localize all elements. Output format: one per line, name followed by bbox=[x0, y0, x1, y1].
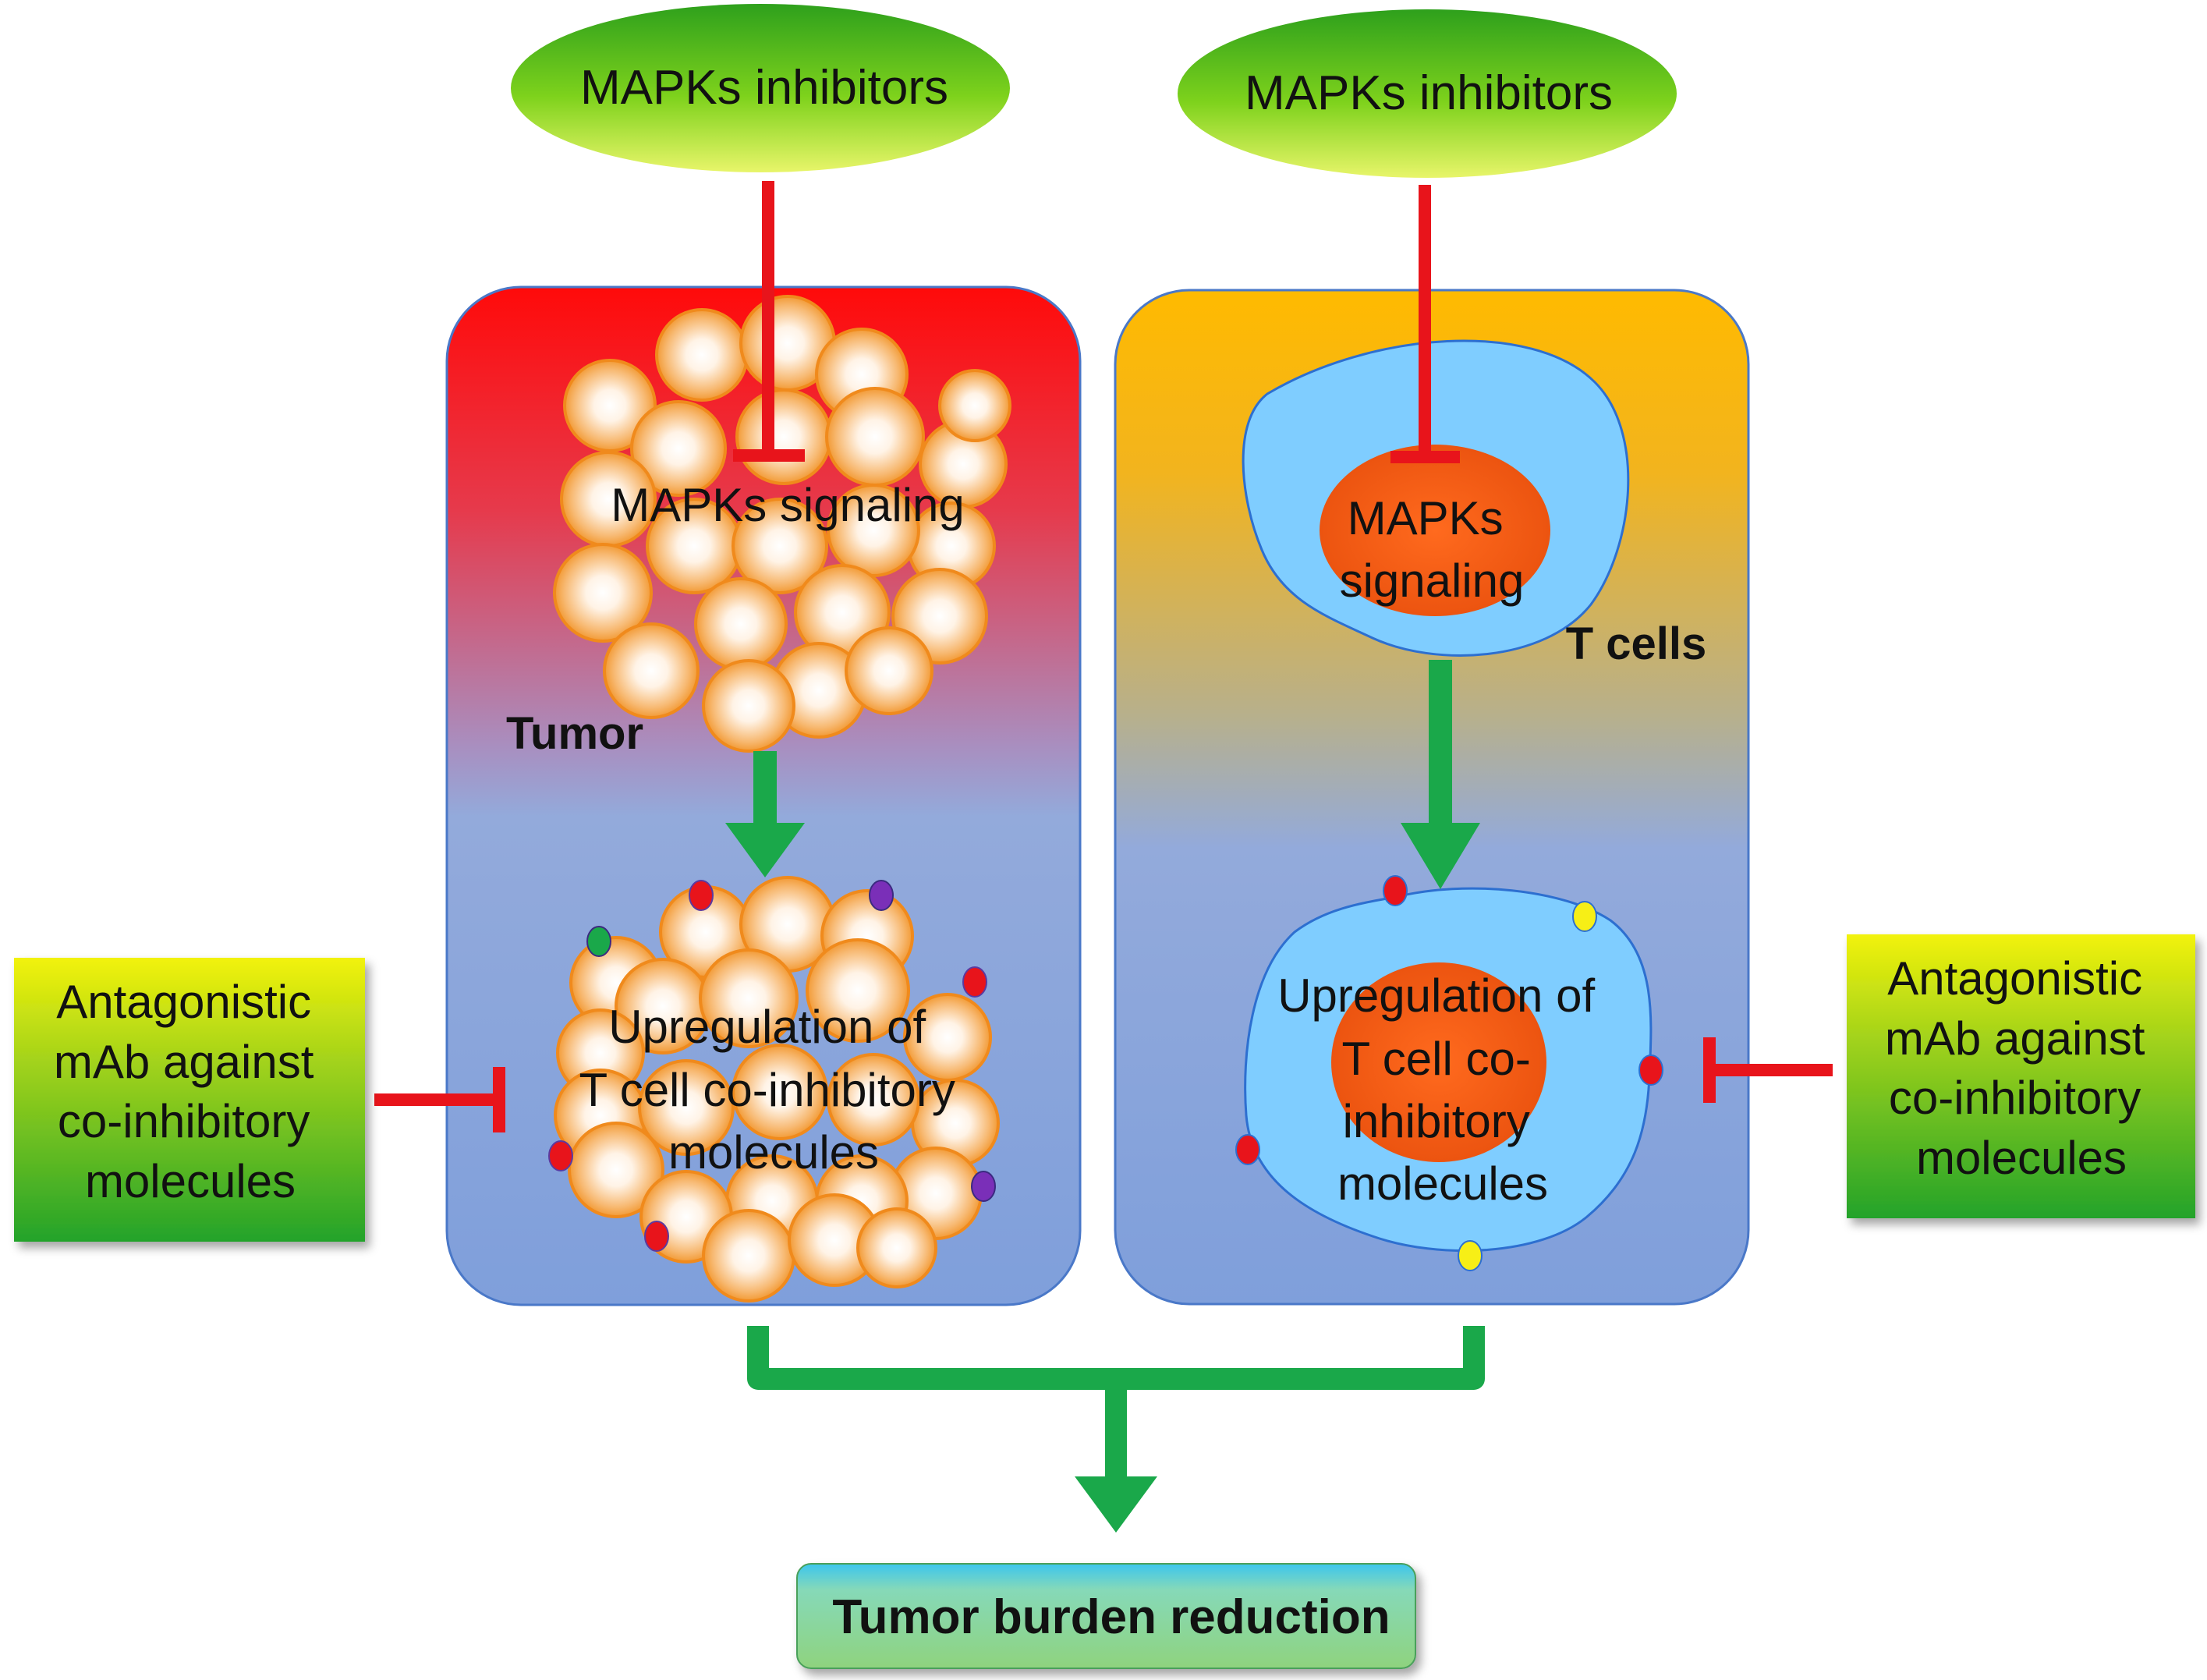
mapk-inhibitor-left: MAPKs inhibitors bbox=[511, 4, 1010, 172]
inhibitor-label: MAPKs inhibitors bbox=[580, 61, 948, 115]
tcell-top bbox=[1242, 339, 1630, 657]
antagonist-box-left bbox=[14, 958, 365, 1242]
activate-head-tcell bbox=[1401, 823, 1480, 889]
molecule-dot bbox=[644, 1221, 669, 1252]
tumor-cell bbox=[702, 659, 795, 753]
outcome-box bbox=[796, 1563, 1416, 1669]
tumor-cell bbox=[845, 626, 933, 715]
tumor-upregulation-label: Upregulation of T cell co-inhibitory mol… bbox=[579, 1001, 968, 1178]
antagonist-label-right: Antagonistic mAb against co-inhibitory m… bbox=[1885, 952, 2158, 1184]
tumor-cell bbox=[702, 1209, 795, 1303]
molecule-dot bbox=[1458, 1240, 1483, 1271]
inhibitor-oval bbox=[511, 4, 1010, 172]
tcell-label: T cells bbox=[1566, 618, 1707, 669]
molecule-dot bbox=[1235, 1134, 1260, 1165]
tumor-cell bbox=[827, 1053, 920, 1147]
tcell-upregulation-label: Upregulation of T cell co- inhibitory mo… bbox=[1277, 969, 1608, 1210]
co-inhibitory-molecules-tcell bbox=[1235, 875, 1663, 1271]
outcome-box-rect bbox=[796, 1563, 1416, 1669]
activate-shaft-tcell bbox=[1429, 660, 1452, 828]
tumor-label: Tumor bbox=[506, 708, 643, 759]
tumor-cell bbox=[825, 387, 925, 487]
molecule-dot bbox=[962, 966, 987, 998]
molecule-dot bbox=[1383, 875, 1408, 906]
activate-shaft-tumor bbox=[753, 751, 777, 829]
tumor-cell bbox=[563, 359, 657, 452]
antagonist-box bbox=[1847, 934, 2195, 1218]
outcome-label: Tumor burden reduction bbox=[832, 1590, 1390, 1644]
antagonist-box-right bbox=[1847, 934, 2195, 1218]
tcell-bottom-nucleus bbox=[1331, 962, 1546, 1162]
bracket-arrowhead bbox=[1075, 1476, 1157, 1533]
molecule-dot bbox=[586, 926, 611, 957]
antagonist-label-left: Antagonistic mAb against co-inhibitory m… bbox=[54, 976, 327, 1207]
bracket-path bbox=[747, 1326, 1485, 1390]
activation-arrows bbox=[725, 660, 1480, 889]
molecule-dot bbox=[1638, 1054, 1663, 1086]
mapk-inhibitor-right: MAPKs inhibitors bbox=[1178, 9, 1677, 178]
molecule-dot bbox=[869, 880, 894, 911]
tumor-cell bbox=[655, 308, 749, 402]
convergence-bracket bbox=[747, 1326, 1485, 1478]
tumor-cell bbox=[630, 400, 727, 497]
tumor-cell bbox=[735, 388, 832, 485]
tcell-signaling-label: MAPKs signaling bbox=[1340, 492, 1525, 607]
molecule-dot bbox=[548, 1140, 573, 1171]
tumor-cell bbox=[699, 948, 799, 1048]
molecule-dot bbox=[689, 880, 714, 911]
molecule-dot bbox=[971, 1171, 996, 1202]
tumor-cell bbox=[732, 498, 828, 594]
tumor-cell bbox=[603, 622, 700, 719]
tumor-cell bbox=[638, 1059, 735, 1156]
inhibitor-label: MAPKs inhibitors bbox=[1245, 66, 1613, 120]
tcell-bottom bbox=[1244, 887, 1653, 1253]
activate-head-tumor bbox=[725, 823, 805, 877]
tumor-cell bbox=[732, 1044, 828, 1140]
tumor-signaling-label: MAPKs signaling bbox=[611, 479, 965, 531]
tumor-cell bbox=[568, 1122, 664, 1218]
antagonist-box bbox=[14, 958, 365, 1242]
inhibitor-oval bbox=[1178, 9, 1677, 178]
tumor-cell bbox=[938, 369, 1011, 442]
inhibition-arrows bbox=[374, 181, 1833, 1132]
molecule-dot bbox=[1572, 901, 1597, 932]
co-inhibitory-molecules-tumor bbox=[548, 880, 996, 1252]
tumor-cell bbox=[553, 543, 653, 643]
tcell-top-nucleus bbox=[1320, 445, 1550, 616]
tumor-cell bbox=[856, 1207, 937, 1288]
tumor-cell bbox=[694, 577, 788, 671]
tumor-cell bbox=[806, 938, 910, 1043]
